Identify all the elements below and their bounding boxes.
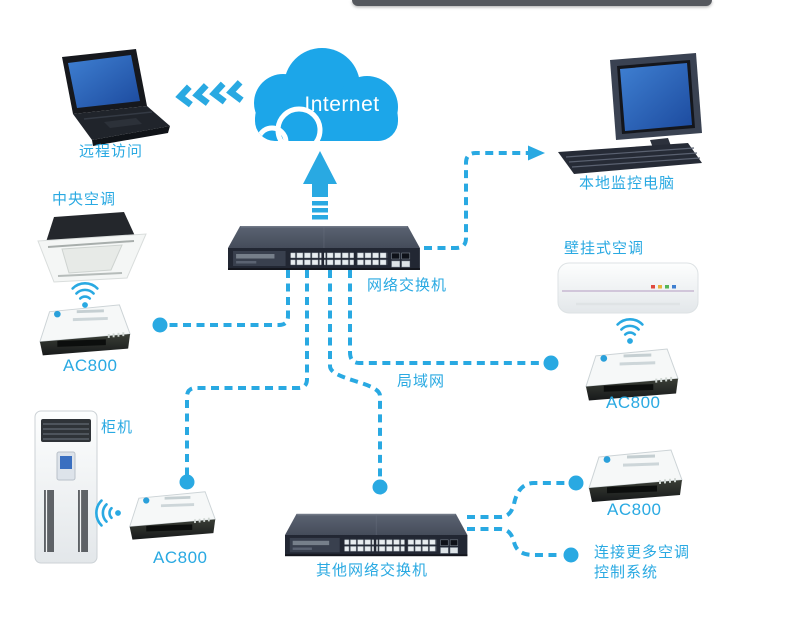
- central-ac-label: 中央空调: [52, 191, 117, 208]
- connection-dot: [152, 317, 168, 333]
- connector-switch-to-other-switch: [328, 270, 382, 481]
- more-systems-label: 连接更多空调 控制系统: [594, 543, 690, 583]
- up-arrow-icon: [303, 151, 337, 220]
- connection-dot: [568, 475, 584, 491]
- wall-ac-illustration: [557, 262, 699, 314]
- ac800-central-label: AC800: [63, 356, 118, 375]
- top-toolbar-edge: [352, 0, 712, 6]
- laptop-illustration: [62, 49, 170, 146]
- cabinet-ac-label: 柜机: [101, 419, 134, 436]
- ac800-cabinet-illustration: [129, 491, 216, 541]
- connection-dot: [563, 547, 579, 563]
- connection-dot: [179, 474, 195, 490]
- connector-switch-to-central-ac800: [164, 270, 290, 327]
- other-switch-illustration: [284, 513, 468, 557]
- connection-dot: [372, 479, 388, 495]
- connector-switch-to-monitor: [424, 151, 528, 250]
- ac800-extra-illustration: [588, 449, 683, 503]
- ac800-extra-label: AC800: [607, 500, 662, 519]
- wifi-icon: [616, 318, 644, 346]
- wall-ac-label: 壁挂式空调: [564, 240, 645, 257]
- ceiling-ac-illustration: [37, 212, 147, 283]
- chevrons-left-icon: [175, 80, 244, 108]
- other-switch-label: 其他网络交换机: [316, 562, 429, 579]
- cabinet-ac-illustration: [34, 410, 98, 564]
- wifi-icon: [71, 282, 99, 310]
- arrow-head-to-monitor: [528, 145, 545, 161]
- connector-lines: [164, 151, 568, 557]
- more-systems-line1: 连接更多空调: [594, 544, 691, 561]
- connection-dot: [543, 355, 559, 371]
- main-switch-label: 网络交换机: [367, 277, 448, 294]
- internet-cloud-icon: [254, 48, 398, 141]
- connection-dots: [152, 317, 584, 563]
- more-systems-line2: 控制系统: [594, 564, 659, 581]
- connector-other-switch-branch-lower: [467, 527, 562, 557]
- ac800-central-illustration: [39, 304, 131, 356]
- desktop-computer-illustration: [558, 53, 702, 174]
- local-monitor-label: 本地监控电脑: [579, 175, 676, 192]
- ac800-wall-label: AC800: [606, 393, 661, 412]
- connector-switch-to-cabinet-ac800: [185, 270, 309, 476]
- wifi-icon: [95, 499, 123, 527]
- remote-access-label: 远程访问: [79, 143, 144, 160]
- main-switch-illustration: [227, 225, 421, 271]
- internet-label: Internet: [304, 93, 380, 116]
- connector-lan-to-wall-ac800: [348, 270, 544, 365]
- connector-other-switch-branch-upper: [467, 481, 568, 519]
- ac800-cabinet-label: AC800: [153, 548, 208, 567]
- lan-label: 局域网: [397, 373, 446, 390]
